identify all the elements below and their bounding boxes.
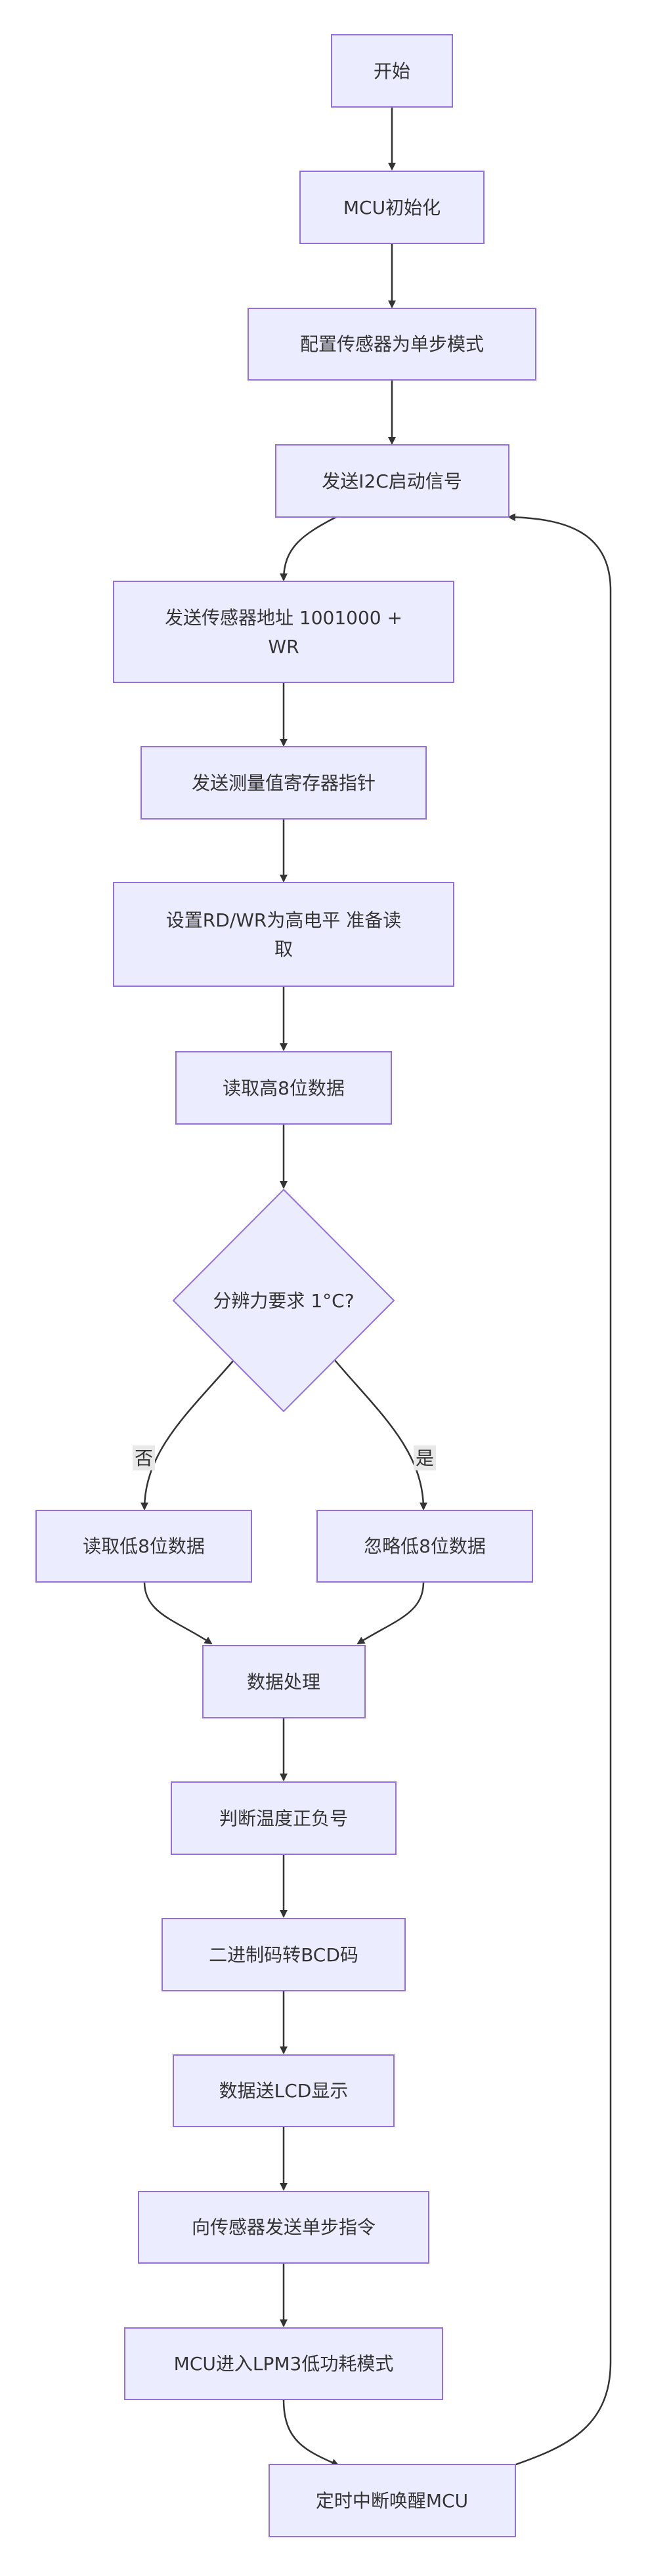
node-send-addr[interactable]: 发送传感器地址 1001000 + WR	[113, 581, 454, 683]
node-decision-resolution-label: 分辨力要求 1°C?	[213, 1290, 354, 1312]
node-data-process[interactable]: 数据处理	[202, 1645, 366, 1718]
node-set-rdwr-label-line2: 取	[274, 938, 293, 960]
edge-decision-to-read-low8	[140, 1360, 234, 1510]
edge-i2c-start-to-send-addr	[280, 516, 337, 581]
node-read-low8[interactable]: 读取低8位数据	[35, 1510, 252, 1583]
edges	[140, 107, 612, 2466]
node-timer-wake[interactable]: 定时中断唤醒MCU	[269, 2464, 516, 2537]
node-timer-wake-label: 定时中断唤醒MCU	[316, 2490, 468, 2512]
node-enter-lpm3-label: MCU进入LPM3低功耗模式	[174, 2353, 394, 2375]
node-send-addr-label-line2: WR	[268, 636, 299, 657]
node-set-rdwr-label-line1: 设置RD/WR为高电平 准备读	[166, 909, 402, 931]
node-send-i2c-start-label: 发送I2C启动信号	[322, 470, 462, 492]
node-judge-sign-label: 判断温度正负号	[219, 1808, 348, 1829]
node-config-single-step[interactable]: 配置传感器为单步模式	[248, 308, 536, 381]
edge-read-low8-to-data-process	[143, 1581, 213, 1645]
node-send-addr-label-line1: 发送传感器地址 1001000 +	[165, 607, 402, 629]
node-read-high8[interactable]: 读取高8位数据	[175, 1051, 392, 1125]
node-bin-to-bcd-label: 二进制码转BCD码	[209, 1944, 358, 1966]
edge-lpm3-to-timer-wake	[282, 2399, 339, 2466]
node-read-low8-label: 读取低8位数据	[83, 1535, 205, 1557]
node-start[interactable]: 开始	[331, 34, 453, 108]
node-mcu-init[interactable]: MCU初始化	[299, 171, 485, 244]
node-ignore-low8-label: 忽略低8位数据	[364, 1535, 486, 1557]
node-send-i2c-start[interactable]: 发送I2C启动信号	[275, 444, 509, 518]
node-send-lcd[interactable]: 数据送LCD显示	[173, 2054, 395, 2127]
node-read-high8-label: 读取高8位数据	[223, 1077, 345, 1099]
edge-timer-wake-back-to-i2c-start	[508, 513, 612, 2466]
node-enter-lpm3[interactable]: MCU进入LPM3低功耗模式	[124, 2327, 443, 2400]
node-send-register-pointer-label: 发送测量值寄存器指针	[192, 772, 376, 794]
node-send-single-step-cmd[interactable]: 向传感器发送单步指令	[138, 2191, 429, 2264]
node-mcu-init-label: MCU初始化	[343, 197, 441, 218]
edge-label-yes: 是	[414, 1445, 436, 1470]
node-decision-resolution[interactable]: 分辨力要求 1°C?	[172, 1188, 395, 1413]
edge-label-yes-text: 是	[416, 1447, 434, 1469]
edge-ignore-low8-to-data-process	[356, 1581, 425, 1645]
node-ignore-low8[interactable]: 忽略低8位数据	[316, 1510, 533, 1583]
node-set-rdwr[interactable]: 设置RD/WR为高电平 准备读 取	[113, 882, 454, 987]
edge-label-no: 否	[133, 1445, 155, 1470]
node-bin-to-bcd[interactable]: 二进制码转BCD码	[162, 1918, 406, 1991]
node-send-lcd-label: 数据送LCD显示	[219, 2080, 349, 2102]
node-send-single-step-cmd-label: 向传感器发送单步指令	[192, 2216, 376, 2238]
node-config-single-step-label: 配置传感器为单步模式	[300, 333, 484, 355]
edge-decision-to-ignore-low8	[334, 1360, 427, 1510]
node-judge-sign[interactable]: 判断温度正负号	[171, 1781, 397, 1855]
node-start-label: 开始	[374, 60, 410, 82]
edge-label-no-text: 否	[135, 1447, 153, 1469]
node-data-process-label: 数据处理	[247, 1671, 320, 1693]
node-send-register-pointer[interactable]: 发送测量值寄存器指针	[140, 746, 427, 820]
